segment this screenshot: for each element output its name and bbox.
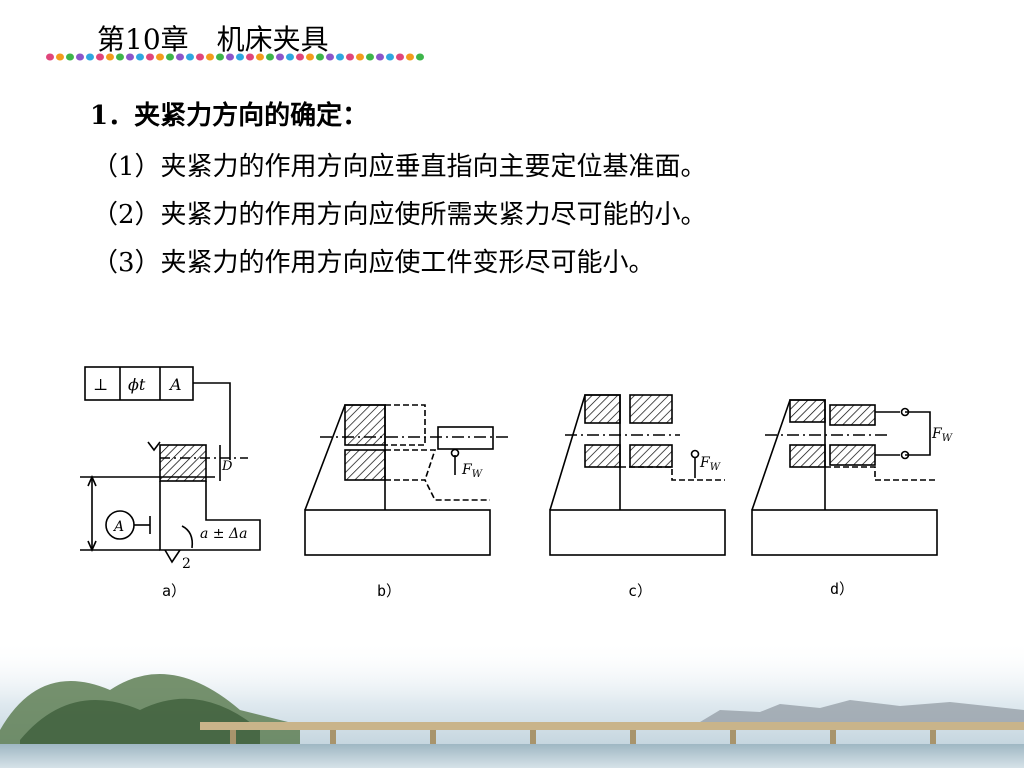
fw-label-c: FW: [699, 455, 721, 473]
decorative-dot: [186, 53, 194, 61]
decorative-dot: [46, 53, 54, 61]
caption-d: d）: [830, 580, 855, 598]
decorative-dot: [96, 53, 104, 61]
decorative-dot: [166, 53, 174, 61]
decorative-dot: [136, 53, 144, 61]
figure-b: [304, 404, 510, 556]
decorative-dot: [256, 53, 264, 61]
decorative-dot-row: [46, 53, 424, 61]
figure-a: [80, 366, 261, 564]
decorative-dot: [366, 53, 374, 61]
a-pm-label: a ± Δa: [200, 526, 247, 542]
phi-t-label: ϕt: [128, 375, 146, 394]
point-1: （1）夹紧力的作用方向应垂直指向主要定位基准面。: [92, 152, 707, 182]
decorative-dot: [196, 53, 204, 61]
decorative-dot: [326, 53, 334, 61]
point-2: （2）夹紧力的作用方向应使所需夹紧力尽可能的小。: [92, 200, 707, 230]
decorative-dot: [356, 53, 364, 61]
clamping-direction-figure: ⊥ ϕt A D A a ± Δa 2 FW FW FW: [80, 366, 953, 572]
decorative-dot: [76, 53, 84, 61]
fw-label-d: FW: [931, 426, 953, 444]
fw-label-b: FW: [461, 462, 483, 480]
dim-d-label: D: [221, 459, 233, 474]
decorative-dot: [156, 53, 164, 61]
bridge-scenery-banner: [0, 640, 1024, 768]
decorative-dot: [376, 53, 384, 61]
point-3: （3）夹紧力的作用方向应使工件变形尽可能小。: [92, 248, 655, 278]
decorative-dot: [226, 53, 234, 61]
figure-d: [751, 399, 938, 556]
decorative-dot: [276, 53, 284, 61]
decorative-dot: [116, 53, 124, 61]
decorative-dot: [396, 53, 404, 61]
decorative-dot: [176, 53, 184, 61]
decorative-dot: [56, 53, 64, 61]
caption-c: c）: [628, 582, 653, 600]
chapter-title: 第10章 机床夹具: [97, 23, 329, 56]
decorative-dot: [236, 53, 244, 61]
section-heading: 1．夹紧力方向的确定：: [90, 101, 369, 131]
decorative-dot: [406, 53, 414, 61]
circle-a-label: A: [112, 519, 124, 535]
decorative-dot: [316, 53, 324, 61]
decorative-dot: [206, 53, 214, 61]
decorative-dot: [306, 53, 314, 61]
decorative-dot: [146, 53, 154, 61]
decorative-dot: [346, 53, 354, 61]
decorative-dot: [66, 53, 74, 61]
decorative-dot: [336, 53, 344, 61]
two-label: 2: [182, 556, 191, 572]
decorative-dot: [416, 53, 424, 61]
datum-label: A: [168, 375, 182, 394]
decorative-dot: [286, 53, 294, 61]
decorative-dot: [106, 53, 114, 61]
decorative-dot: [296, 53, 304, 61]
decorative-dot: [266, 53, 274, 61]
decorative-dot: [246, 53, 254, 61]
decorative-dot: [216, 53, 224, 61]
decorative-dot: [126, 53, 134, 61]
decorative-dot: [86, 53, 94, 61]
caption-b: b）: [377, 582, 402, 600]
caption-a: a）: [162, 582, 187, 600]
decorative-dot: [386, 53, 394, 61]
perp-symbol: ⊥: [93, 375, 108, 394]
figure-c: [549, 394, 726, 556]
